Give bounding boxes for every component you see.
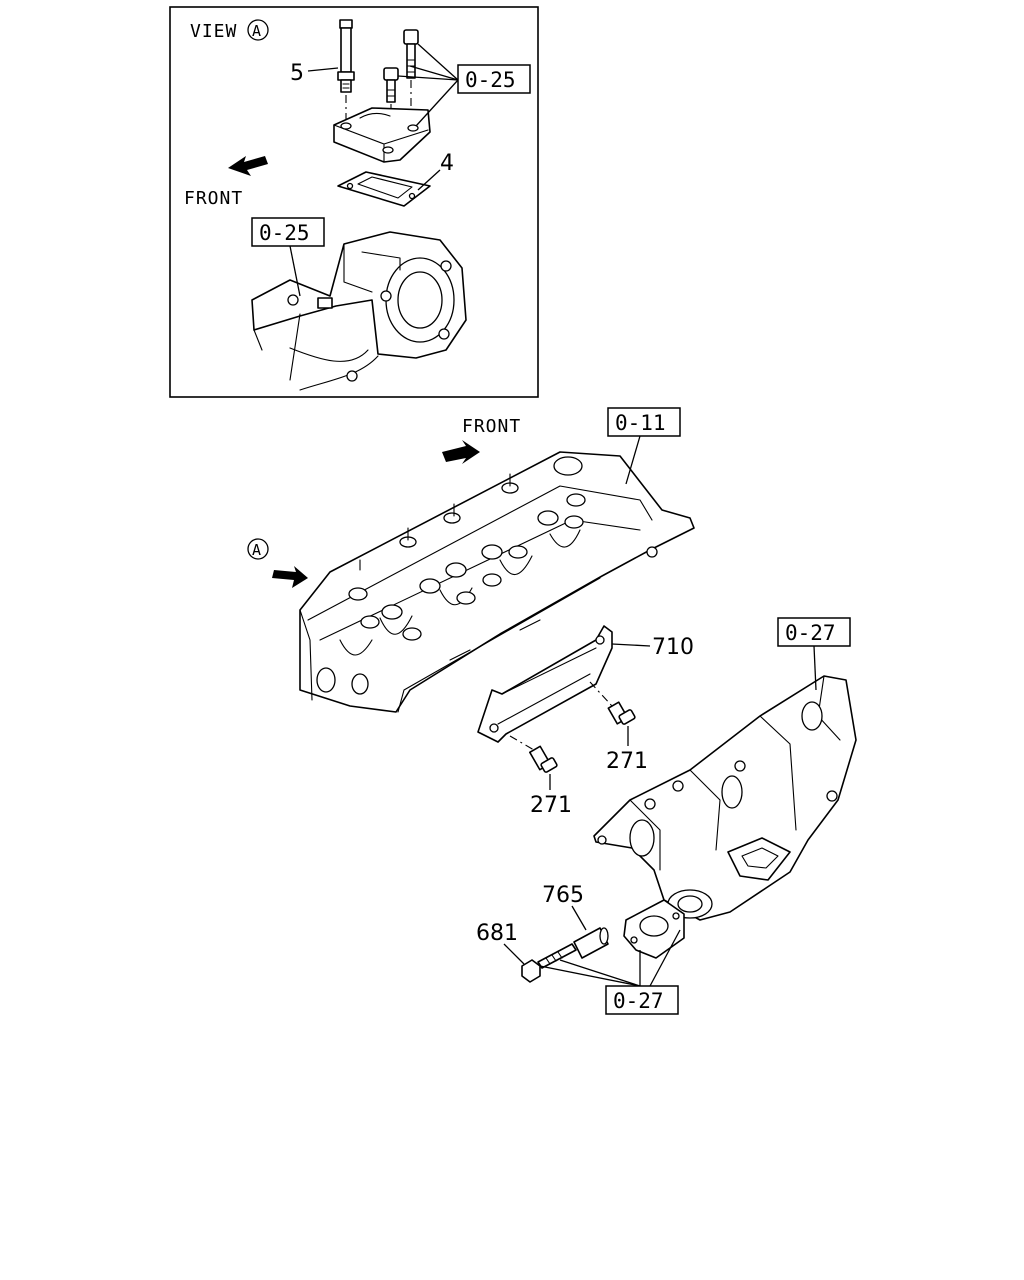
sleeve — [573, 927, 609, 959]
main-front-arrow-icon — [442, 440, 480, 464]
ref-box-0-27-bottom — [605, 985, 679, 1015]
ref-box-0-25-bottom — [251, 217, 325, 247]
ref-0-27-bottom: 0-27 — [613, 989, 664, 1013]
part-number-765: 765 — [542, 883, 584, 908]
bolt-271-right — [589, 681, 636, 725]
part-number-271-right: 271 — [606, 749, 648, 774]
ref-box-0-11 — [607, 407, 681, 437]
part-number-710: 710 — [652, 635, 694, 660]
main-view-marker-circle — [247, 538, 269, 560]
bracket — [477, 625, 613, 743]
main-view-marker: A — [252, 541, 262, 559]
gasket — [337, 171, 431, 207]
main-front-label: FRONT — [462, 416, 521, 437]
part-number-271-left: 271 — [530, 793, 572, 818]
part-number-4: 4 — [440, 151, 454, 176]
outlet-gasket — [623, 899, 685, 959]
bolt-271-left — [509, 735, 558, 773]
part-number-681: 681 — [476, 921, 518, 946]
part-number-5: 5 — [290, 61, 304, 86]
ref-0-11: 0-11 — [615, 411, 666, 435]
port-housing — [251, 231, 467, 391]
front-arrow-icon — [228, 156, 268, 176]
flange-plate — [333, 107, 431, 163]
view-a-arrow-icon — [272, 566, 308, 588]
stud-bolt — [337, 19, 355, 93]
main-assembly: FRONT A — [247, 407, 857, 1015]
ref-0-25-top: 0-25 — [465, 68, 516, 92]
cylinder-head — [299, 451, 695, 713]
view-marker-circle — [247, 19, 269, 41]
flange-bolts — [383, 29, 419, 103]
ref-0-25-bottom: 0-25 — [259, 221, 310, 245]
view-label: VIEW — [190, 21, 237, 42]
ref-0-27-top: 0-27 — [785, 621, 836, 645]
ref-box-0-25-top — [457, 64, 531, 94]
view-a-inset: VIEW A FRONT — [169, 6, 539, 398]
head-bores — [316, 456, 586, 695]
inset-front-label: FRONT — [184, 188, 243, 209]
view-marker: A — [252, 22, 262, 40]
